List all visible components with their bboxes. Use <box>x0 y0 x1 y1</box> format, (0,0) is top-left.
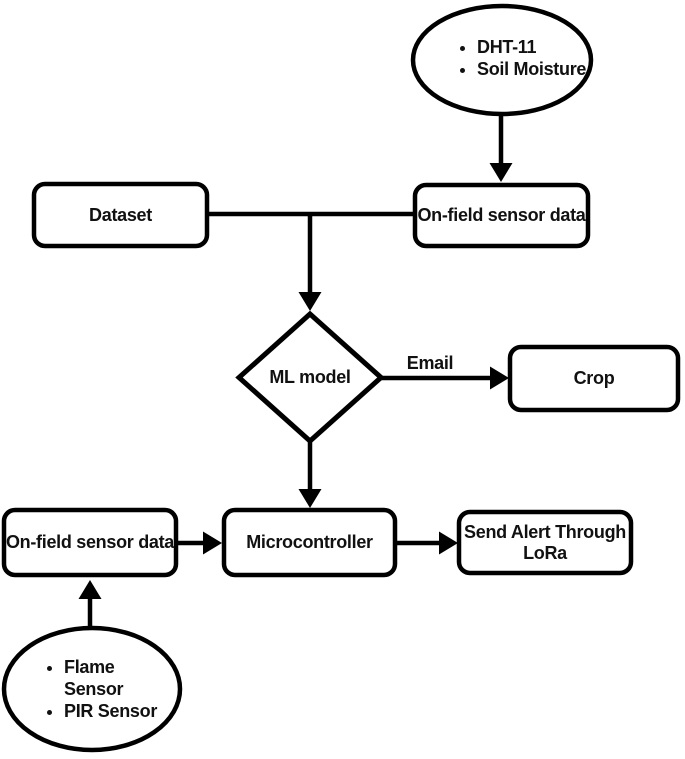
send-alert-box <box>456 509 634 576</box>
list-item-soil-moisture: Soil Moisture <box>477 58 598 80</box>
microcontroller-label: Microcontroller <box>246 532 373 553</box>
ml-model-label: ML model <box>269 367 351 388</box>
crop-label: Crop <box>573 368 615 389</box>
arrowhead-crop <box>490 366 509 390</box>
list-item-pir-sensor: PIR Sensor <box>64 700 162 722</box>
onfield-top-label: On-field sensor data <box>417 205 586 226</box>
list-item-flame-sensor: Flame Sensor <box>64 656 140 700</box>
list-item-dht11: DHT-11 <box>477 36 598 58</box>
dataset-label: Dataset <box>89 204 152 225</box>
arrowhead-sendalert <box>439 531 458 555</box>
sensors-bottom-list: Flame Sensor PIR Sensor <box>40 656 162 722</box>
arrowhead-onfieldtop <box>489 163 513 182</box>
arrowhead-onfieldbottom <box>78 580 102 599</box>
email-edge-label: Email <box>406 353 454 373</box>
arrowhead-microcontroller-left <box>203 531 222 555</box>
send-alert-label: Send Alert Through LoRa <box>464 521 626 563</box>
arrowhead-mlmodel <box>298 292 322 311</box>
sensors-top-list: DHT-11 Soil Moisture <box>453 36 598 80</box>
crop-box <box>507 344 681 413</box>
arrowhead-microcontroller-top <box>298 489 322 508</box>
onfield-bottom-label: On-field sensor data <box>5 532 175 553</box>
